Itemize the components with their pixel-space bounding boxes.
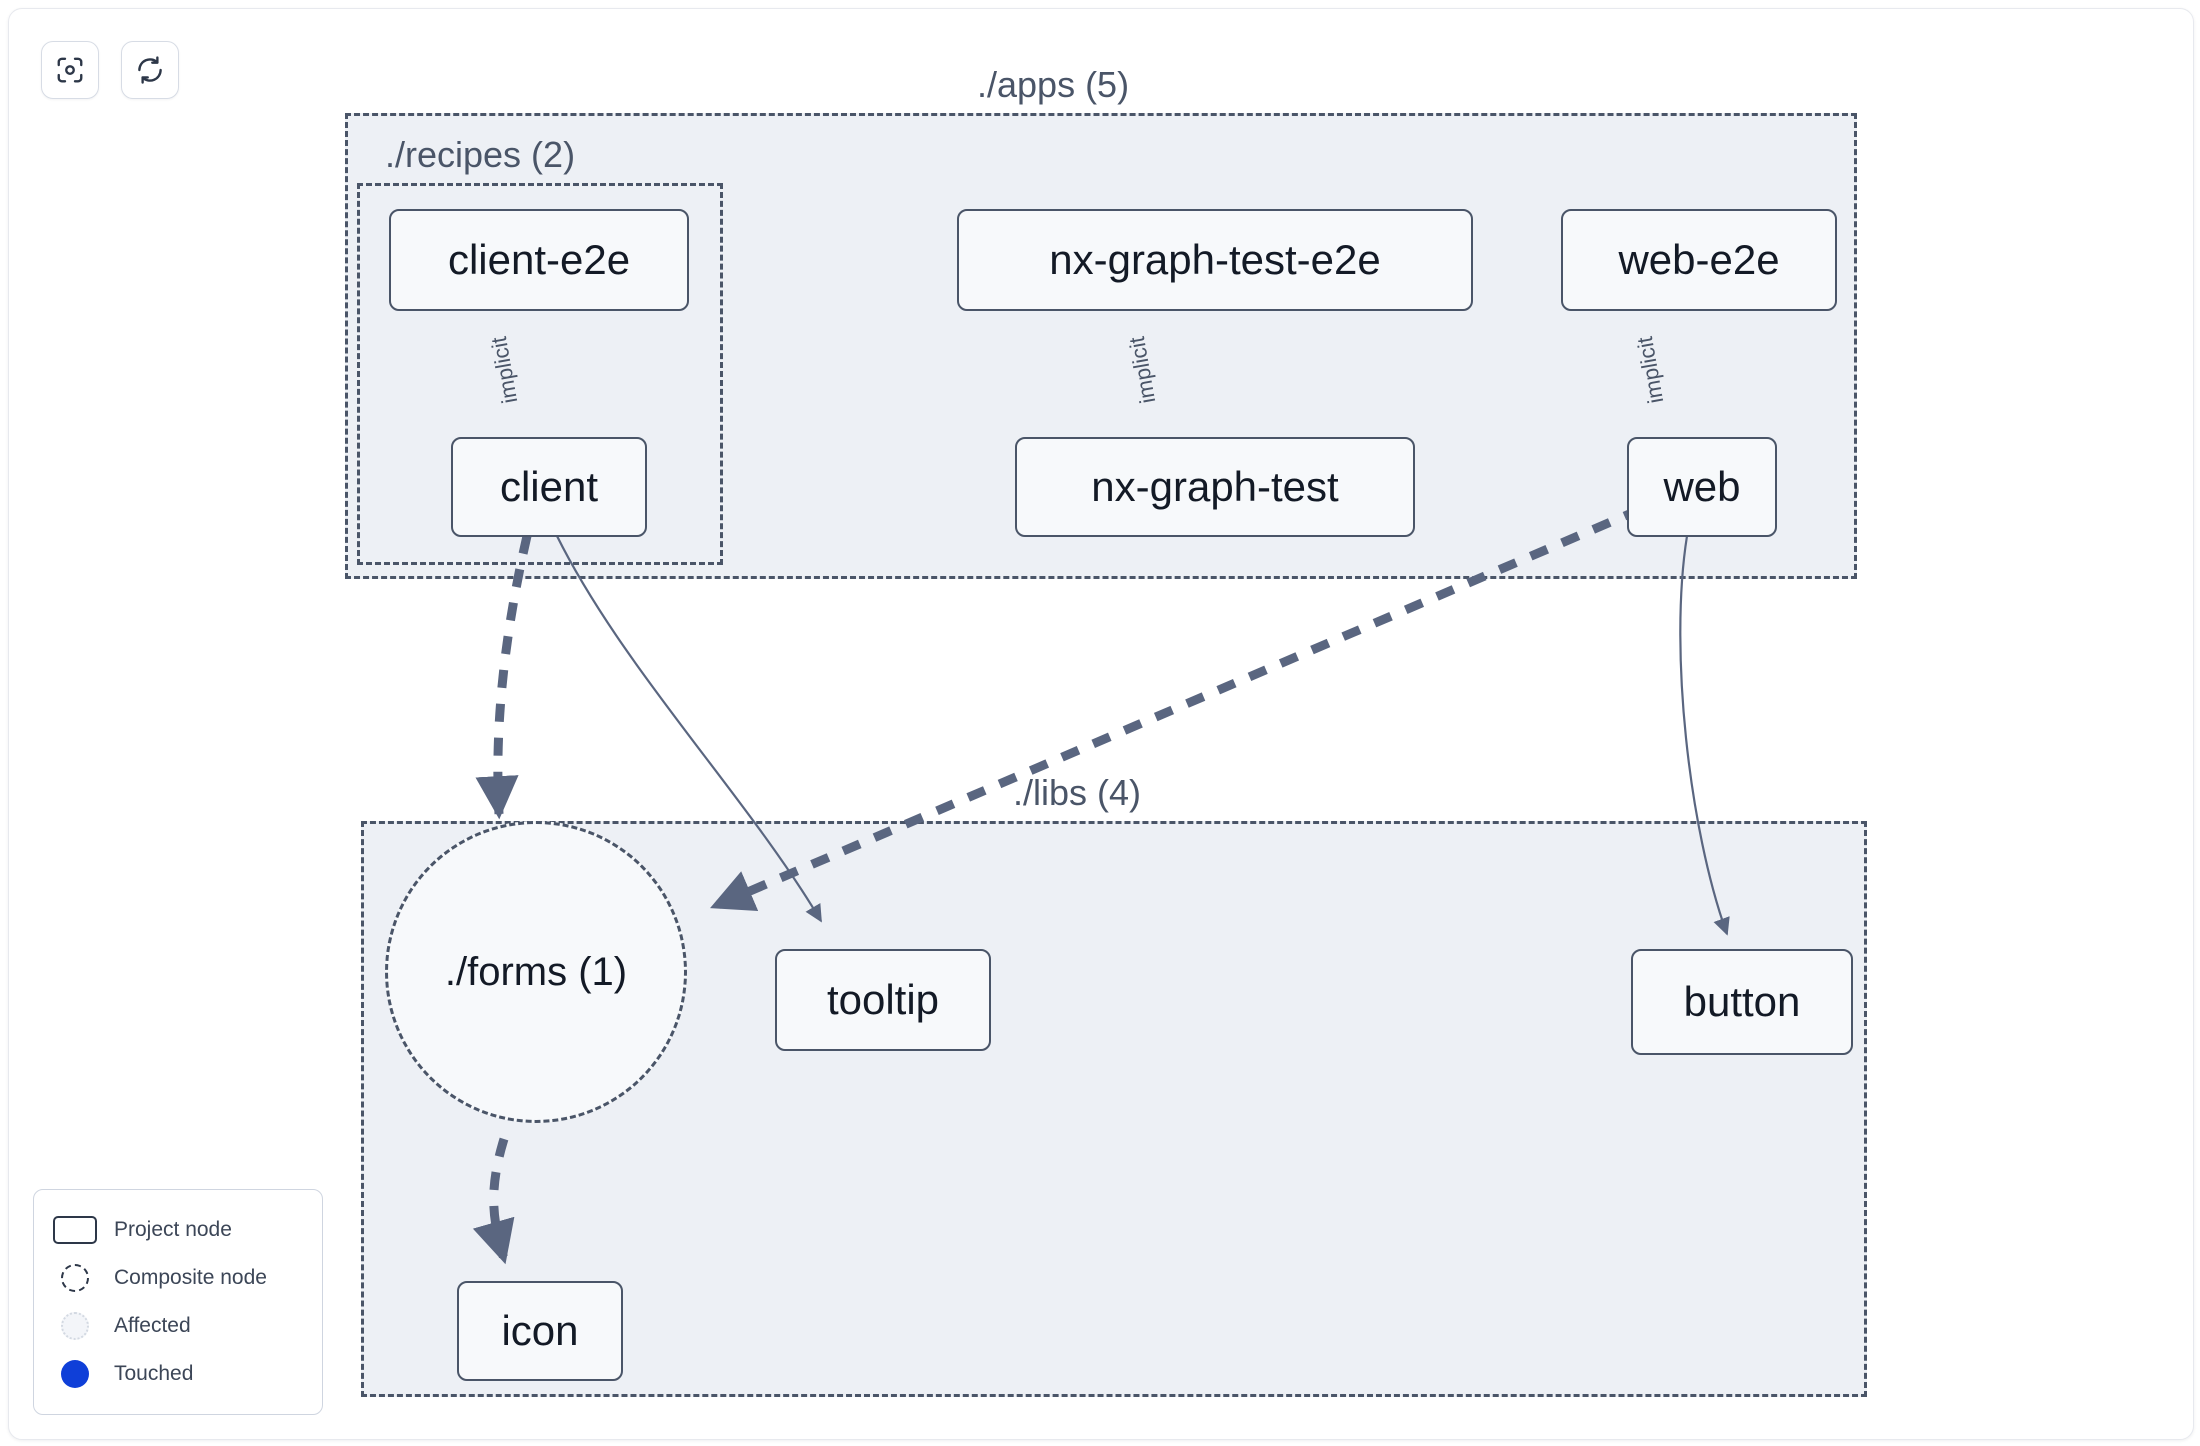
node-label: web-e2e: [1618, 236, 1780, 283]
project-node-glyph: [52, 1215, 98, 1245]
focus-target-icon: [55, 55, 85, 85]
node-label: button: [1683, 978, 1801, 1025]
affected-node-glyph: [52, 1311, 98, 1341]
node-label: client-e2e: [447, 236, 631, 283]
legend-item-affected: Affected: [52, 1302, 304, 1350]
group-box-recipes[interactable]: [357, 183, 723, 565]
node-nx-graph-test-e2e[interactable]: nx-graph-test-e2e: [957, 209, 1473, 311]
legend-label: Affected: [114, 1314, 191, 1337]
node-tooltip[interactable]: tooltip: [775, 949, 991, 1051]
legend-label: Touched: [114, 1362, 194, 1385]
node-web-e2e[interactable]: web-e2e: [1561, 209, 1837, 311]
node-web[interactable]: web: [1627, 437, 1777, 537]
edge-client-to-forms: [475, 534, 532, 820]
graph-canvas[interactable]: ./apps (5) ./recipes (2) ./libs (4): [8, 8, 2194, 1440]
node-label: web: [1663, 463, 1741, 510]
legend-label: Project node: [114, 1218, 232, 1241]
node-label: nx-graph-test: [1091, 463, 1339, 510]
node-label: ./forms (1): [444, 950, 628, 994]
legend-item-composite-node: Composite node: [52, 1254, 304, 1302]
focus-graph-button[interactable]: [41, 41, 99, 99]
legend-item-project-node: Project node: [52, 1206, 304, 1254]
node-icon[interactable]: icon: [457, 1281, 623, 1381]
graph-legend: Project node Composite node Affected Tou…: [33, 1189, 323, 1415]
node-nx-graph-test[interactable]: nx-graph-test: [1015, 437, 1415, 537]
refresh-icon: [135, 55, 165, 85]
touched-node-glyph: [52, 1359, 98, 1389]
node-label: client: [499, 463, 599, 510]
node-client[interactable]: client: [451, 437, 647, 537]
refresh-graph-button[interactable]: [121, 41, 179, 99]
node-label: icon: [501, 1307, 579, 1354]
graph-toolbar: [41, 41, 179, 99]
node-forms[interactable]: ./forms (1): [385, 821, 687, 1123]
group-label-libs: ./libs (4): [1013, 772, 1142, 813]
node-client-e2e[interactable]: client-e2e: [389, 209, 689, 311]
node-label: tooltip: [826, 976, 940, 1023]
group-label-apps: ./apps (5): [977, 64, 1130, 105]
group-label-recipes: ./recipes (2): [385, 134, 576, 175]
edge-web-to-button: [1679, 535, 1730, 936]
edge-web-to-forms: [710, 504, 1643, 911]
legend-label: Composite node: [114, 1266, 267, 1289]
edge-forms-to-icon: [472, 1137, 515, 1265]
legend-item-touched: Touched: [52, 1350, 304, 1398]
composite-node-glyph: [52, 1263, 98, 1293]
node-button[interactable]: button: [1631, 949, 1853, 1055]
node-label: nx-graph-test-e2e: [1049, 236, 1381, 283]
